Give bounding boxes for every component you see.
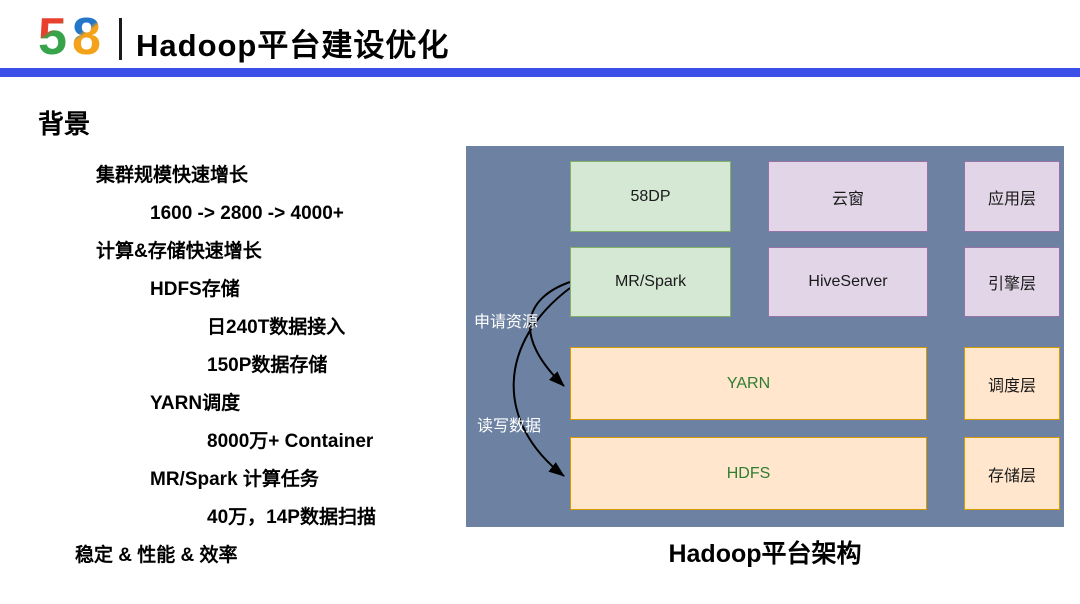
diagram-box-yunchuang: 云窗	[768, 161, 928, 232]
logo-58-graphic: 5 8	[38, 8, 101, 66]
arrow-read-write-data	[512, 287, 571, 477]
diagram-box-hiveserver: HiveServer	[768, 247, 928, 317]
list-item: HDFS存储	[150, 279, 240, 300]
diagram-box-app-layer: 应用层	[964, 161, 1060, 232]
logo-digit-5: 5	[38, 8, 67, 66]
background-section: 背景 集群规模快速增长 1600 -> 2800 -> 4000+ 计算&存储快…	[38, 104, 468, 575]
diagram-box-hdfs: HDFS	[570, 437, 927, 510]
arrow-apply-resources	[528, 281, 571, 387]
list-item: MR/Spark 计算任务	[150, 469, 319, 490]
header-divider	[119, 18, 122, 60]
list-item: 日240T数据接入	[207, 317, 346, 338]
list-item: 集群规模快速增长	[96, 165, 249, 186]
list-item: 计算&存储快速增长	[96, 241, 262, 262]
diagram-box-mr-spark: MR/Spark	[570, 247, 731, 317]
diagram-box-engine-layer: 引擎层	[964, 247, 1060, 317]
logo-58: 5 8	[36, 8, 116, 71]
logo-digit-8: 8	[72, 8, 101, 66]
diagram-box-scheduler-layer: 调度层	[964, 347, 1060, 420]
arrow-label-apply-resources: 申请资源	[474, 314, 539, 331]
list-item: 8000万+ Container	[207, 431, 374, 452]
list-item: 40万，14P数据扫描	[207, 507, 376, 528]
diagram-box-yarn: YARN	[570, 347, 927, 420]
diagram-arrows	[512, 281, 571, 477]
accent-bar	[0, 68, 1080, 77]
arrow-label-read-write-data: 读写数据	[477, 418, 542, 435]
diagram-box-storage-layer: 存储层	[964, 437, 1060, 510]
slide-title: Hadoop平台建设优化	[136, 28, 450, 63]
list-item: YARN调度	[150, 393, 241, 414]
list-item: 稳定 & 性能 & 效率	[75, 545, 238, 566]
architecture-diagram-panel: 申请资源 读写数据 58DP 云窗 应用层 MR/Spark HiveServe…	[466, 146, 1064, 527]
diagram-box-58dp: 58DP	[570, 161, 731, 232]
list-item: 150P数据存储	[207, 355, 328, 376]
list-item: 1600 -> 2800 -> 4000+	[150, 203, 344, 224]
section-heading: 背景	[38, 109, 91, 139]
diagram-caption: Hadoop平台架构	[668, 540, 862, 568]
